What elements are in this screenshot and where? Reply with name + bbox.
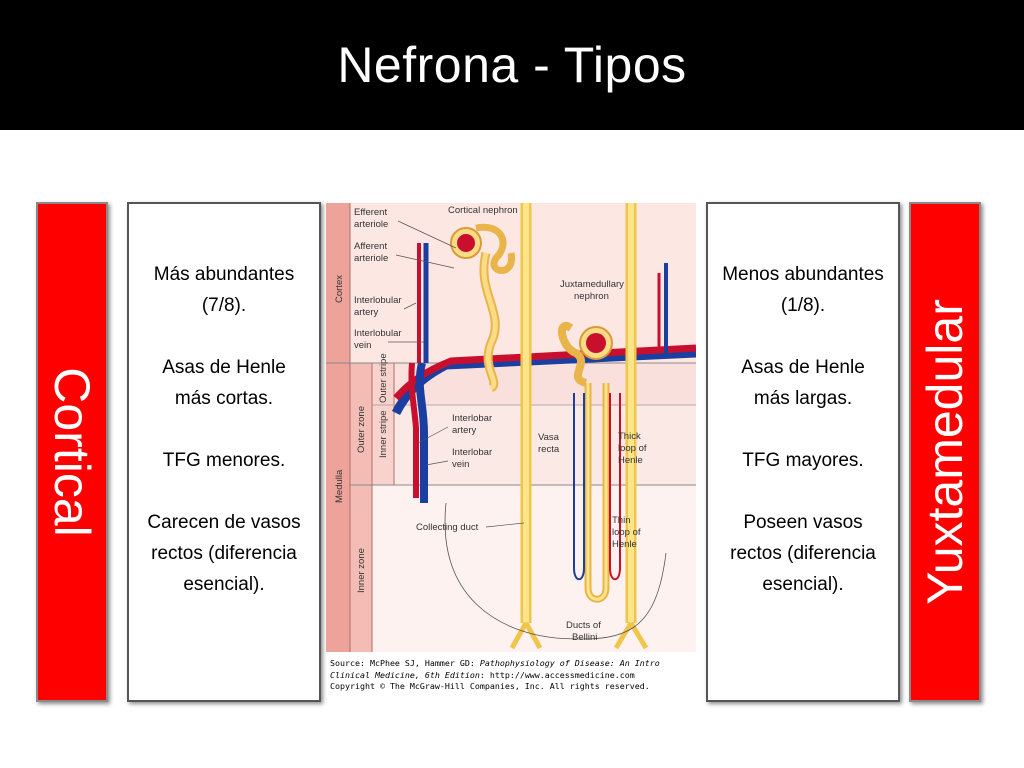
- label-vasa-recta-1: Vasa: [538, 432, 560, 443]
- label-juxtamedullary-1: Juxtamedullary: [560, 279, 624, 290]
- nephron-figure: Cortex Medulla Outer zone Inner zone Out…: [326, 203, 698, 705]
- label-vasa-recta-2: recta: [538, 444, 560, 455]
- yuxtamedular-banner: Yuxtamedular: [909, 202, 981, 702]
- figure-source: Source: McPhee SJ, Hammer GD: Pathophysi…: [330, 658, 696, 693]
- label-interlobular-vein-2: vein: [354, 340, 371, 351]
- cortical-banner-label: Cortical: [44, 367, 100, 537]
- label-thick-loop-3: Henle: [618, 455, 643, 466]
- label-ducts-bellini-1: Ducts of: [566, 620, 601, 631]
- zone-medulla: Medulla: [334, 469, 345, 503]
- label-interlobar-vein-1: Interlobar: [452, 447, 492, 458]
- source-line-3: Copyright © The McGraw-Hill Companies, I…: [330, 681, 650, 691]
- zone-cortex: Cortex: [334, 275, 345, 303]
- label-juxtamedullary-2: nephron: [574, 291, 609, 302]
- label-thin-loop-1: Thin: [612, 515, 630, 526]
- cortical-info-box: Más abundantes (7/8). Asas de Henle más …: [127, 202, 321, 702]
- label-interlobular-artery-1: Interlobular: [354, 295, 402, 306]
- label-collecting-duct: Collecting duct: [416, 522, 479, 533]
- title-bar: Nefrona - Tipos: [0, 0, 1024, 130]
- juxta-gfr: TFG mayores.: [742, 450, 864, 471]
- zone-outer: Outer zone: [356, 406, 367, 453]
- cortical-banner: Cortical: [36, 202, 108, 702]
- label-interlobular-vein-1: Interlobular: [354, 328, 402, 339]
- zone-outer-stripe: Outer stripe: [378, 353, 389, 403]
- label-interlobar-vein-2: vein: [452, 459, 469, 470]
- label-thick-loop-1: Thick: [618, 431, 641, 442]
- label-cortical-nephron: Cortical nephron: [448, 205, 518, 216]
- juxta-vasa-recta: Poseen vasos rectos (diferencia esencial…: [730, 512, 876, 595]
- label-thin-loop-2: loop of: [612, 527, 641, 538]
- cortical-gfr: TFG menores.: [162, 450, 286, 471]
- label-thin-loop-3: Henle: [612, 539, 637, 550]
- juxta-abundance: Menos abundantes (1/8).: [722, 264, 884, 316]
- zone-inner: Inner zone: [356, 548, 367, 593]
- zone-inner-stripe: Inner stripe: [378, 410, 389, 458]
- juxta-henle-loops: Asas de Henle más largas.: [741, 357, 865, 409]
- slide-title: Nefrona - Tipos: [337, 37, 687, 93]
- cortical-abundance: Más abundantes (7/8).: [153, 264, 295, 316]
- label-thick-loop-2: loop of: [618, 443, 647, 454]
- nephron-diagram: Cortex Medulla Outer zone Inner zone Out…: [326, 203, 696, 652]
- label-ducts-bellini-2: Bellini: [572, 632, 597, 643]
- cortical-vasa-recta: Carecen de vasos rectos (diferencia esen…: [147, 512, 301, 595]
- juxtamedullary-info-box: Menos abundantes (1/8). Asas de Henle má…: [706, 202, 900, 702]
- label-interlobar-artery-2: artery: [452, 425, 477, 436]
- yuxtamedular-banner-label: Yuxtamedular: [917, 299, 973, 605]
- label-efferent-arteriole-2: arteriole: [354, 219, 388, 230]
- label-interlobar-artery-1: Interlobar: [452, 413, 492, 424]
- label-afferent-arteriole-2: arteriole: [354, 253, 388, 264]
- source-line-1: Source: McPhee SJ, Hammer GD: Pathophysi…: [330, 658, 660, 668]
- label-interlobular-artery-2: artery: [354, 307, 379, 318]
- source-line-2: Clinical Medicine, 6th Edition: http://w…: [330, 669, 635, 680]
- label-efferent-arteriole-1: Efferent: [354, 207, 387, 218]
- cortical-henle-loops: Asas de Henle más cortas.: [162, 357, 286, 409]
- label-afferent-arteriole-1: Afferent: [354, 241, 387, 252]
